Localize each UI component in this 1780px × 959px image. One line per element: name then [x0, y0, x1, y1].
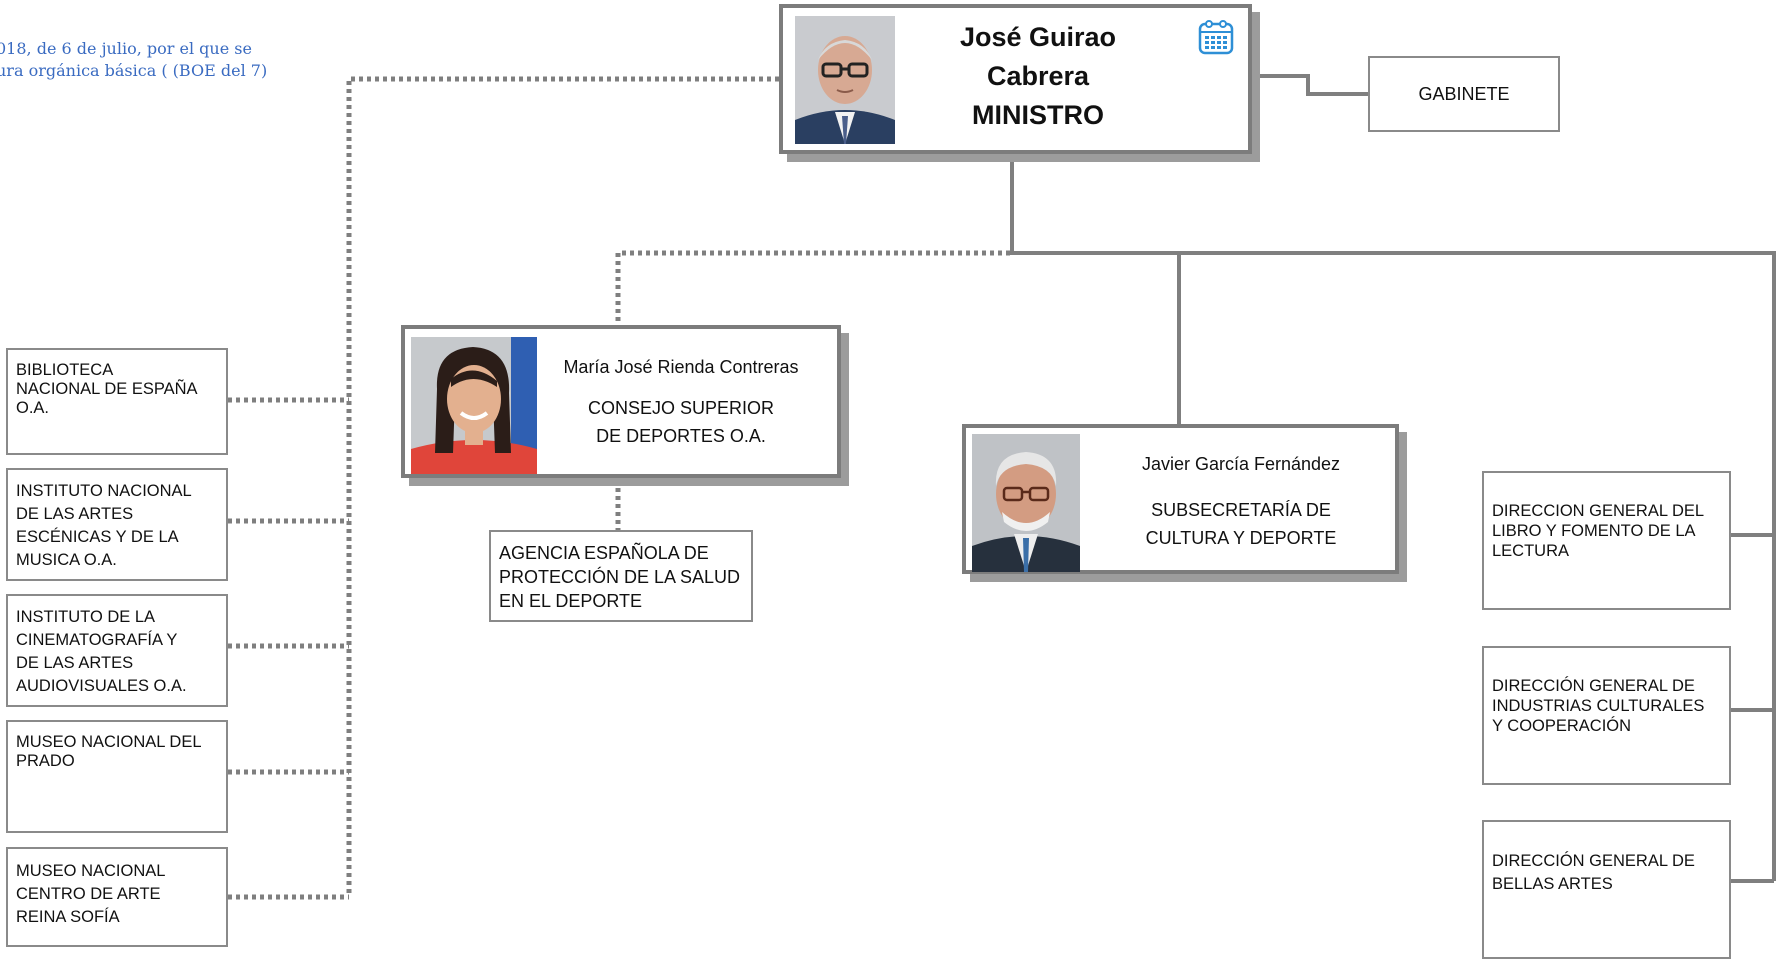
minister-photo [795, 16, 895, 144]
decree-note-line1: 018, de 6 de julio, por el que se [0, 39, 252, 58]
gabinete-label: GABINETE [1418, 83, 1510, 104]
dg-box-industrias[interactable]: DIRECCIÓN GENERAL DE INDUSTRIAS CULTURAL… [1482, 646, 1731, 785]
org-box-prado[interactable]: MUSEO NACIONAL DEL PRADO [6, 720, 228, 833]
subsecretaria-card[interactable]: Javier García Fernández SUBSECRETARÍA DE… [962, 424, 1399, 574]
agencia-line2: PROTECCIÓN DE LA SALUD [499, 567, 741, 587]
org-line: MUSEO NACIONAL [16, 862, 166, 880]
org-line: MUSEO NACIONAL DEL [16, 733, 202, 751]
org-line: DE LAS ARTES [16, 654, 134, 672]
agencia-line1: AGENCIA ESPAÑOLA DE [499, 543, 709, 563]
consejo-title: CONSEJO SUPERIOR DE DEPORTES O.A. [555, 394, 807, 450]
org-line: AUDIOVISUALES O.A. [16, 677, 187, 695]
dg-line: Y COOPERACIÓN [1492, 717, 1632, 735]
decree-note: 018, de 6 de julio, por el que se ura or… [0, 38, 267, 82]
org-line: CINEMATOGRAFÍA Y [16, 631, 178, 649]
minister-name-line1: José Guirao [959, 22, 1117, 52]
agencia-box[interactable]: AGENCIA ESPAÑOLA DE PROTECCIÓN DE LA SAL… [489, 530, 753, 622]
dg-box-bellas-artes[interactable]: DIRECCIÓN GENERAL DE BELLAS ARTES [1482, 820, 1731, 959]
dg-line: LIBRO Y FOMENTO DE LA [1492, 522, 1696, 540]
dg-line: LECTURA [1492, 542, 1570, 560]
consejo-name: María José Rienda Contreras [563, 357, 799, 377]
minister-role: MINISTRO [972, 100, 1104, 130]
gabinete-box[interactable]: GABINETE [1368, 56, 1560, 132]
subsecretaria-photo [972, 434, 1080, 572]
org-line: ESCÉNICAS Y DE LA [16, 528, 179, 546]
subsecretaria-title: SUBSECRETARÍA DE CULTURA Y DEPORTE [1106, 496, 1376, 552]
consejo-photo [411, 337, 537, 474]
org-line: INSTITUTO DE LA [16, 608, 156, 626]
dg-box-libro[interactable]: DIRECCION GENERAL DEL LIBRO Y FOMENTO DE… [1482, 471, 1731, 610]
consejo-title-line1: CONSEJO SUPERIOR [587, 398, 775, 418]
minister-name: José Guirao Cabrera MINISTRO [923, 18, 1153, 135]
org-line: REINA SOFÍA [16, 908, 120, 926]
org-box-cinematografia[interactable]: INSTITUTO DE LA CINEMATOGRAFÍA Y DE LAS … [6, 594, 228, 707]
dg-line: DIRECCIÓN GENERAL DE [1492, 852, 1695, 870]
org-line: MUSICA O.A. [16, 551, 117, 569]
agencia-line3: EN EL DEPORTE [499, 591, 643, 611]
org-box-biblioteca[interactable]: BIBLIOTECA NACIONAL DE ESPAÑA O.A. [6, 348, 228, 455]
dg-line: DIRECCIÓN GENERAL DE [1492, 677, 1695, 695]
org-line: NACIONAL DE ESPAÑA [16, 380, 198, 398]
consejo-card[interactable]: María José Rienda Contreras CONSEJO SUPE… [401, 325, 841, 478]
subsecretaria-name: Javier García Fernández [1141, 454, 1341, 474]
org-line: PRADO [16, 752, 75, 770]
org-line: BIBLIOTECA [16, 361, 114, 379]
org-box-artes-escenicas[interactable]: INSTITUTO NACIONAL DE LAS ARTES ESCÉNICA… [6, 468, 228, 581]
dg-line: INDUSTRIAS CULTURALES [1492, 697, 1705, 715]
calendar-icon[interactable] [1197, 18, 1235, 56]
org-line: O.A. [16, 399, 50, 417]
consejo-title-line2: DE DEPORTES O.A. [596, 426, 766, 446]
dg-line: BELLAS ARTES [1492, 875, 1613, 893]
org-box-reina-sofia[interactable]: MUSEO NACIONAL CENTRO DE ARTE REINA SOFÍ… [6, 847, 228, 947]
dg-line: DIRECCION GENERAL DEL [1492, 502, 1705, 520]
minister-card[interactable]: José Guirao Cabrera MINISTRO [779, 4, 1252, 154]
minister-name-line2: Cabrera [986, 61, 1090, 91]
org-line: INSTITUTO NACIONAL [16, 482, 192, 500]
decree-note-line2: ura orgánica básica ( (BOE del 7) [0, 61, 268, 80]
subsecretaria-title-line1: SUBSECRETARÍA DE [1151, 500, 1331, 520]
org-line: CENTRO DE ARTE [16, 885, 161, 903]
subsecretaria-title-line2: CULTURA Y DEPORTE [1145, 528, 1337, 548]
org-line: DE LAS ARTES [16, 505, 134, 523]
